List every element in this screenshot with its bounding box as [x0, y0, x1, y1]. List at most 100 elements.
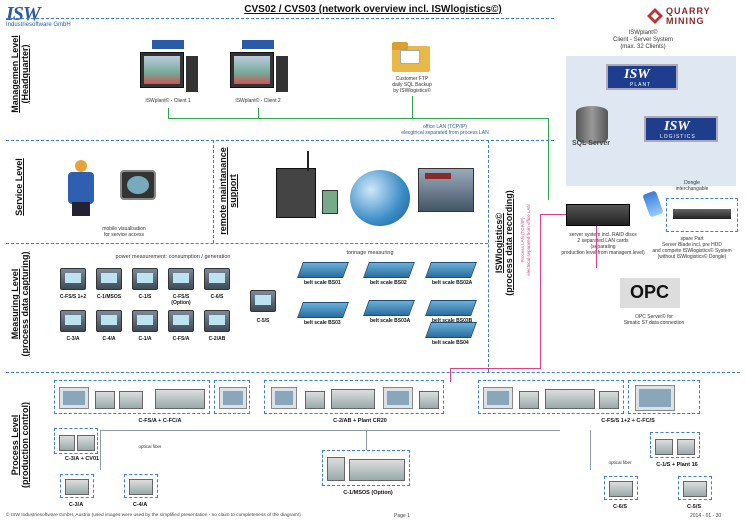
globe-icon — [350, 170, 410, 226]
power-meter — [204, 310, 230, 332]
plc-module — [599, 391, 619, 409]
plc-module — [77, 435, 95, 451]
plc-module — [419, 391, 439, 409]
footer-copyright: © ISW Industriesoftware GmbH, Austria (u… — [6, 513, 301, 518]
power-meter — [96, 310, 122, 332]
belt-scale-icon — [297, 302, 349, 318]
hmi-panel — [59, 387, 89, 409]
cabinet-2ab-label: C-2/AB + Plant CR20 — [333, 418, 387, 424]
cabinet-msos-label: C-1/MSOS (Option) — [343, 490, 393, 496]
spare-part-box — [666, 198, 738, 232]
section-isw-logistics: ISWlogistics©(process data recording) — [494, 190, 514, 296]
msos-link — [366, 430, 367, 450]
cabinet-fsa-hmi — [214, 380, 250, 414]
hmi-panel — [635, 385, 675, 411]
plc-rack — [155, 389, 205, 409]
client-1: ISWplant© - Client 1 — [138, 40, 198, 108]
cabinet-fss-hmi — [628, 380, 700, 414]
tonnage-title: tonnage measuring — [346, 250, 394, 256]
cabinet-fsa — [54, 380, 210, 414]
pc-tower-icon — [186, 56, 198, 92]
belt-scale-label: belt scale BS03A — [370, 318, 411, 324]
power-meter-label: C-FS/S 1+2 — [59, 294, 87, 300]
technician-icon — [66, 160, 96, 216]
belt-scale-icon — [363, 262, 415, 278]
power-meter-label: C-FS/A — [172, 336, 190, 342]
cabinet-1s — [650, 432, 700, 458]
plc-module — [655, 439, 673, 455]
folder-icon — [392, 42, 432, 72]
server-system-panel: ISW PLANT SQL Server ISW LOGISTICS — [566, 56, 736, 186]
quarry-mining-logo: QUARRY MINING — [646, 5, 742, 27]
process-lan-v — [540, 214, 541, 368]
opc-logo: OPC — [620, 278, 680, 308]
power-meter — [168, 310, 194, 332]
cabinet-6s — [604, 476, 638, 500]
belt-scale-label: belt scale BS02 — [370, 280, 407, 286]
plc-module — [59, 435, 75, 451]
office-lan-line — [168, 118, 548, 119]
belt-scale-icon — [425, 300, 477, 316]
isw-logistics-logo: ISW LOGISTICS — [644, 116, 718, 142]
cabinet-3a-cv01 — [54, 428, 98, 454]
belt-scale-label: belt scale BS04 — [432, 340, 469, 346]
cabinet-fss-label: C-FS/S 1+2 + C-FC/S — [601, 418, 655, 424]
logo-subtitle: Industriesoftware GmbH — [6, 22, 71, 28]
section-service: Service Level — [14, 158, 24, 216]
divider-remote — [213, 140, 214, 243]
divider-top — [6, 18, 554, 19]
process-lan-h1 — [540, 214, 566, 215]
spare-caption: spare Part Server Blade incl. pre HDD an… — [652, 236, 732, 260]
belt-scale-icon — [425, 322, 477, 338]
power-meter-label: C-1/MSOS — [96, 294, 122, 300]
belt-scale-label: belt scale BS03B — [432, 318, 473, 324]
process-bus-main — [100, 430, 560, 431]
isw-logo: ISW — [6, 3, 41, 25]
power-meter — [132, 268, 158, 290]
cabinet-3a-cv01-label: C-3/A + CV01 — [64, 456, 100, 462]
cabinet-1s-label: C-1/S + Plant 16 — [656, 462, 698, 468]
belt-scale-icon — [425, 262, 477, 278]
divider-measuring — [6, 243, 488, 244]
plc-module — [65, 479, 89, 495]
power-meter-label: C-3/A — [66, 336, 80, 342]
power-meter-label: C-2/AB — [208, 336, 226, 342]
hmi-panel — [219, 387, 247, 409]
office-lan-drop-ftp — [412, 96, 413, 118]
process-bus-left — [100, 430, 101, 470]
process-bus-right — [590, 430, 591, 470]
cabinet-fsa-label: C-FS/A + C-FC/A — [138, 418, 182, 424]
belt-scale-label: belt scale BS03 — [304, 320, 341, 326]
section-measuring: Measuring Level(process data capturing) — [10, 251, 30, 357]
process-lan-label: Process LAN (TCP/IP) electrical separate… — [520, 204, 531, 276]
remote-office-icon — [418, 168, 474, 212]
belt-scale-icon — [297, 262, 349, 278]
client-1-logo — [152, 40, 184, 49]
service-caption: mobile visualisation for service access — [102, 226, 146, 238]
office-lan-drop-1 — [168, 108, 169, 118]
office-lan-drop-2 — [258, 108, 259, 118]
plc-module — [683, 481, 707, 497]
client-2-logo — [242, 40, 274, 49]
dongle-caption: Dongle interchangable — [675, 180, 709, 192]
mobile-panel-icon — [120, 170, 156, 200]
monitor-icon — [140, 52, 184, 88]
client-2: ISWplant© - Client 2 — [228, 40, 288, 108]
cabinet-msos — [322, 450, 410, 486]
power-meter-label: C-1/A — [138, 336, 152, 342]
plc-module — [327, 457, 345, 481]
pc-tower-icon — [276, 56, 288, 92]
power-meter-label: C-4/A — [102, 336, 116, 342]
footer-date: 2014 - 01 - 30 — [690, 513, 722, 519]
process-lan-drop — [450, 368, 451, 382]
divider-process — [6, 372, 740, 373]
optical-fiber-label-2: optical fiber — [608, 460, 632, 465]
divider-isw — [488, 140, 489, 372]
hmi-panel — [383, 387, 413, 409]
cabinet-6s-label: C-6/S — [612, 504, 628, 510]
plc-rack — [349, 459, 405, 481]
power-meter-label: C-6/S — [210, 294, 224, 300]
server-icon — [566, 204, 630, 226]
plc-module — [129, 479, 153, 495]
